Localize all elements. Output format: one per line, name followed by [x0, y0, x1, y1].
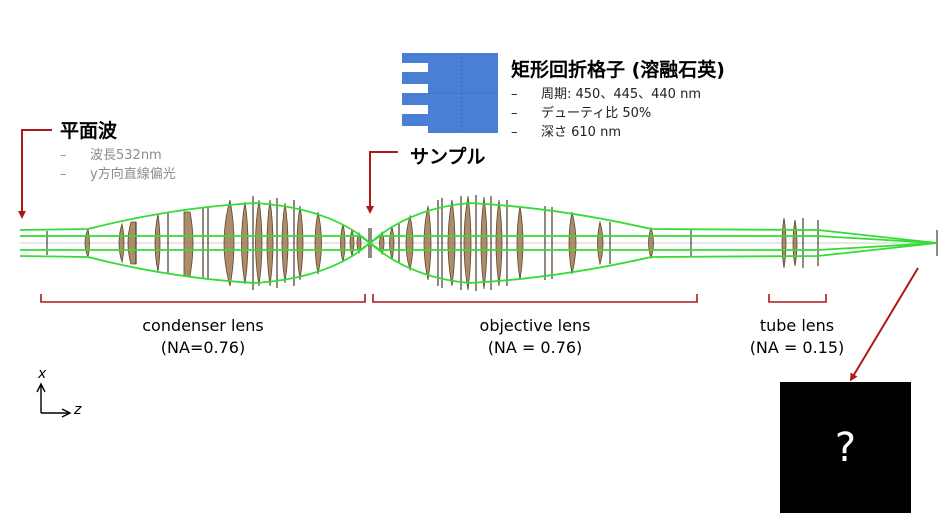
sample-label: サンプル — [410, 146, 486, 168]
input-wave-bullet: –y方向直線偏光 — [60, 167, 176, 182]
objective-bracket — [372, 294, 698, 303]
input-arrow — [18, 129, 52, 219]
condenser-lens-label: condenser lens (NA=0.76) — [103, 315, 303, 359]
input-wave-info: 平面波 –波長532nm –y方向直線偏光 — [60, 116, 176, 184]
grating-bullet: –デューティ比 50% — [511, 106, 652, 121]
condenser-lens-na: (NA=0.76) — [160, 338, 246, 357]
objective-lens-name: objective lens — [479, 316, 591, 335]
condenser-lens-name: condenser lens — [142, 316, 264, 335]
x-axis-label: x — [38, 366, 47, 382]
objective-lens-na: (NA = 0.76) — [487, 338, 583, 357]
grating-title: 矩形回折格子 (溶融石英) — [511, 59, 725, 81]
lens-flats — [46, 195, 938, 291]
grating-bullets: –周期: 450、445、440 nm –デューティ比 50% –深さ 610 … — [511, 85, 725, 142]
grating-illustration — [402, 53, 498, 133]
tube-lens-na: (NA = 0.15) — [749, 338, 845, 357]
coordinate-axes — [36, 382, 72, 418]
lens-brackets — [40, 294, 827, 303]
condenser-bracket — [40, 294, 366, 303]
grating-bullet: –周期: 450、445、440 nm — [511, 87, 701, 102]
objective-lens-label: objective lens (NA = 0.76) — [435, 315, 635, 359]
tube-lens-name: tube lens — [759, 316, 835, 335]
input-wave-bullets: –波長532nm –y方向直線偏光 — [60, 146, 176, 184]
output-arrow — [849, 267, 919, 382]
tube-lens-label: tube lens (NA = 0.15) — [727, 315, 867, 359]
sample-arrow — [366, 151, 398, 214]
tube-bracket — [768, 294, 827, 303]
input-wave-title: 平面波 — [60, 120, 118, 142]
ray-bundle — [19, 202, 938, 284]
output-image-box: ? — [780, 382, 911, 513]
z-axis-label: z — [74, 402, 82, 418]
question-mark: ? — [834, 424, 857, 471]
grating-bullet: –深さ 610 nm — [511, 125, 621, 140]
input-wave-bullet: –波長532nm — [60, 148, 162, 163]
grating-info: 矩形回折格子 (溶融石英) –周期: 450、445、440 nm –デューティ… — [511, 55, 725, 142]
